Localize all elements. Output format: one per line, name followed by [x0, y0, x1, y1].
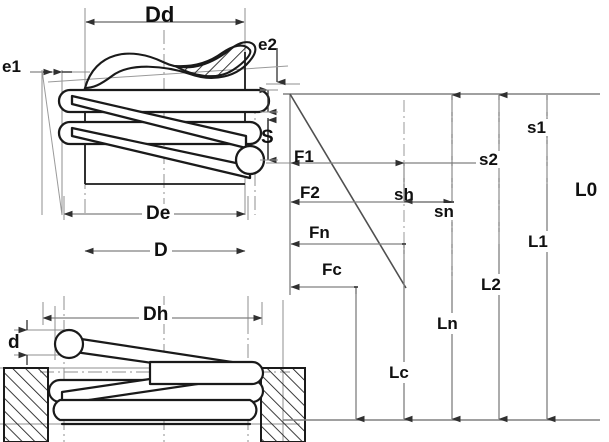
travel-label-s2: s2	[476, 151, 501, 168]
top-spring-view	[30, 8, 300, 255]
travel-ticks	[354, 162, 501, 288]
length-label-L2: L2	[478, 274, 504, 295]
travel-label-sn: sn	[431, 203, 457, 220]
dim-label-Dd: Dd	[145, 2, 175, 27]
dim-label-D: D	[150, 241, 172, 260]
load-characteristic-line	[289, 93, 407, 289]
load-label-Fn: Fn	[309, 223, 330, 242]
dim-label-S: S	[261, 127, 274, 148]
load-label-F2: F2	[300, 183, 320, 202]
support-block-left	[3, 367, 49, 442]
load-length-diagram	[283, 91, 600, 423]
top-wire-end-section	[83, 41, 257, 90]
dim-label-d: d	[8, 332, 20, 353]
length-label-Ln: Ln	[434, 313, 461, 334]
dim-label-e2: e2	[258, 35, 277, 54]
dim-label-e1: e1	[2, 57, 21, 76]
travel-label-s1: s1	[524, 119, 549, 136]
length-label-L1: L1	[525, 231, 551, 252]
top-spring-coils	[57, 88, 271, 180]
dim-S	[259, 86, 278, 164]
load-label-F1: F1	[294, 147, 314, 166]
dim-label-De: De	[142, 204, 175, 223]
length-label-Lc: Lc	[386, 362, 412, 383]
diagram-center-lines	[403, 100, 548, 280]
travel-label-sh: sh	[394, 185, 414, 204]
support-block-right	[260, 367, 306, 442]
length-label-L0: L0	[572, 179, 601, 202]
bottom-spring-coils	[47, 328, 265, 426]
bottom-spring-view	[0, 296, 306, 442]
dim-label-Dh: Dh	[139, 305, 173, 324]
travel-dimension-lines	[395, 91, 508, 205]
load-label-Fc: Fc	[322, 260, 342, 279]
